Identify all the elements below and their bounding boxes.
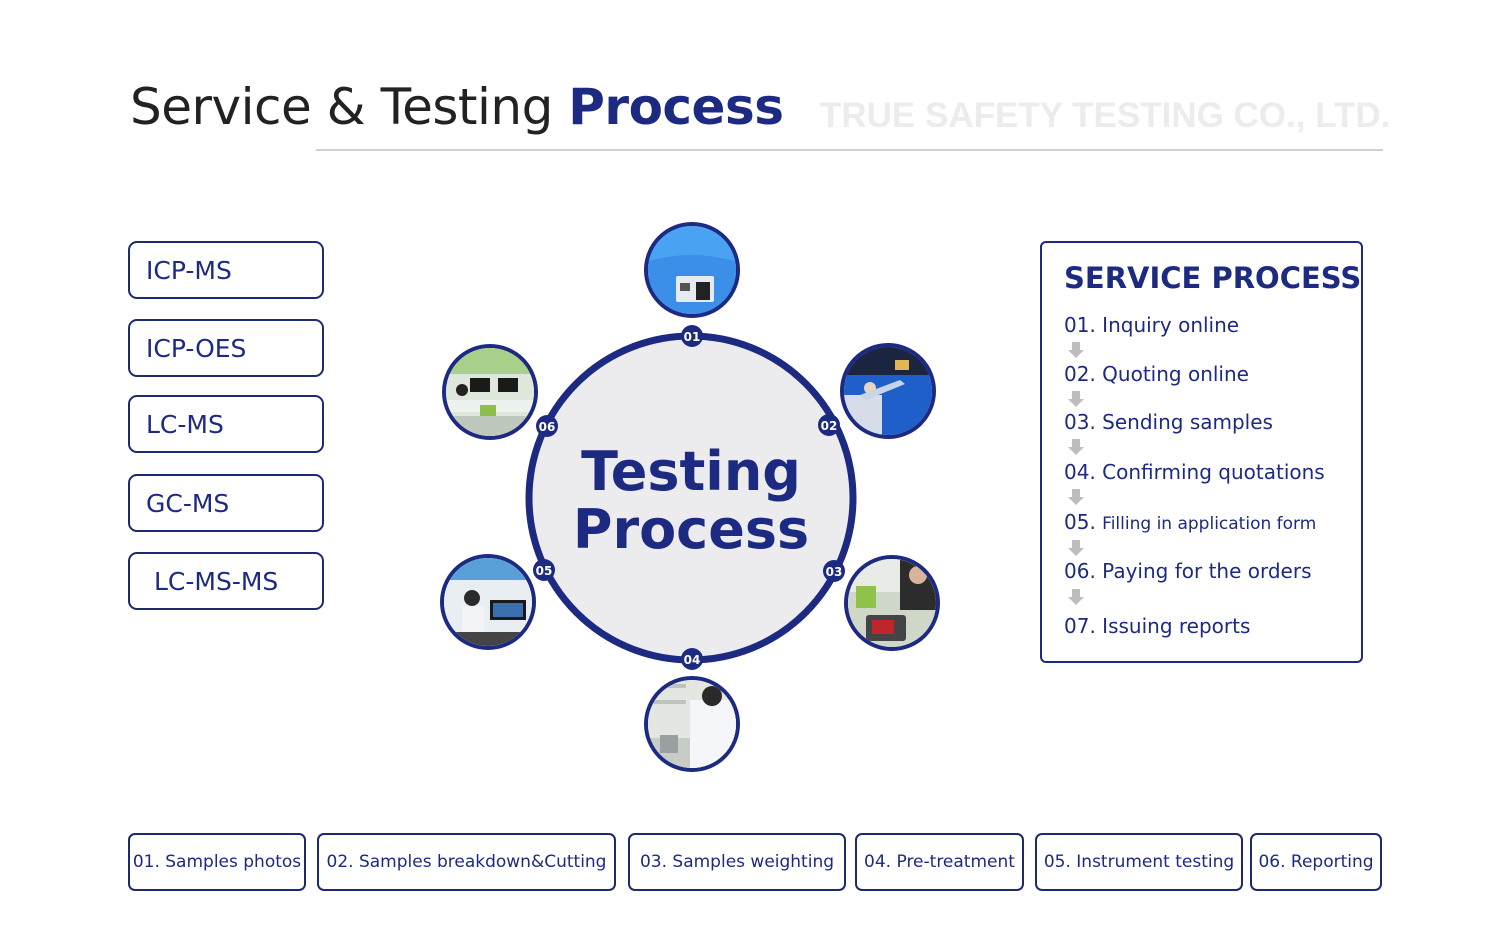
method-label: ICP-OES [146, 333, 247, 363]
service-process-panel: SERVICE PROCESS 01. Inquiry online 02. Q… [1040, 241, 1363, 663]
step-box-samples-breakdown: 02. Samples breakdown&Cutting [317, 833, 616, 891]
method-box-lc-ms: LC-MS [128, 395, 324, 453]
title-bold: Process [568, 78, 784, 136]
service-step: 07. Issuing reports [1064, 614, 1251, 638]
page-title: Service & Testing Process [130, 78, 784, 136]
method-label: LC-MS-MS [154, 566, 279, 596]
node-number: 02 [821, 419, 838, 433]
node-number: 03 [826, 565, 843, 579]
node-number: 06 [539, 420, 556, 434]
method-box-icp-oes: ICP-OES [128, 319, 324, 377]
step-box-samples-photos: 01. Samples photos [128, 833, 306, 891]
method-label: GC-MS [146, 488, 230, 518]
arrow-down-icon [1068, 342, 1084, 358]
node-06: 06 [442, 344, 558, 440]
node-04: 04 [644, 648, 740, 772]
service-step: 01. Inquiry online [1064, 313, 1240, 337]
service-step: 05. Filling in application form [1064, 510, 1317, 534]
service-step: 02. Quoting online [1064, 362, 1249, 386]
node-05: 05 [440, 554, 555, 650]
method-box-lc-ms-ms: LC-MS-MS [128, 552, 324, 610]
header-divider [316, 149, 1383, 151]
node-number: 01 [684, 330, 701, 344]
company-watermark: TRUE SAFETY TESTING CO., LTD. [820, 96, 1391, 135]
step-label: 06. Reporting [1258, 852, 1374, 872]
node-number: 04 [684, 653, 701, 667]
center-text-line1: Testing [581, 440, 801, 503]
step-box-instrument-testing: 05. Instrument testing [1035, 833, 1243, 891]
service-step: 03. Sending samples [1064, 410, 1273, 434]
step-label: 02. Samples breakdown&Cutting [326, 852, 607, 872]
method-label: ICP-MS [146, 255, 232, 285]
service-process-title: SERVICE PROCESS [1064, 261, 1362, 295]
service-step: 04. Confirming quotations [1064, 460, 1325, 484]
lab-photo-pretreatment [648, 680, 736, 768]
arrow-down-icon [1068, 439, 1084, 455]
step-label: 03. Samples weighting [639, 852, 835, 872]
step-label: 01. Samples photos [132, 852, 302, 872]
node-number: 05 [536, 564, 553, 578]
lab-photo-reporting [446, 348, 534, 436]
arrow-down-icon [1068, 489, 1084, 505]
title-regular: Service & Testing [130, 78, 553, 136]
node-03: 03 [823, 555, 940, 651]
lab-photo-cutting [844, 347, 932, 435]
center-text-line2: Process [573, 498, 809, 561]
method-label: LC-MS [146, 409, 224, 439]
arrow-down-icon [1068, 391, 1084, 407]
service-step: 06. Paying for the orders [1064, 559, 1312, 583]
arrow-down-icon [1068, 589, 1084, 605]
step-label: 04. Pre-treatment [864, 852, 1015, 872]
step-box-reporting: 06. Reporting [1250, 833, 1382, 891]
lab-photo-samples [648, 226, 736, 314]
step-box-pre-treatment: 04. Pre-treatment [855, 833, 1024, 891]
node-02: 02 [818, 343, 936, 439]
method-box-gc-ms: GC-MS [128, 474, 324, 532]
arrow-down-icon [1068, 540, 1084, 556]
node-01: 01 [644, 222, 740, 347]
step-label: 05. Instrument testing [1043, 852, 1235, 872]
method-box-icp-ms: ICP-MS [128, 241, 324, 299]
step-box-samples-weighting: 03. Samples weighting [628, 833, 846, 891]
